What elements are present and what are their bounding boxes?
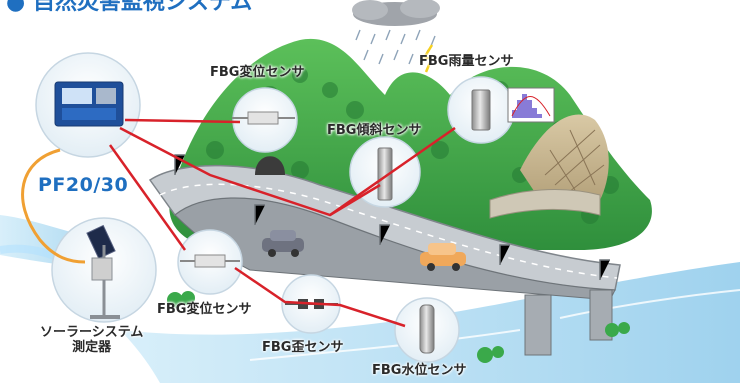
page-title: ● 自然災害監視システム: [6, 0, 253, 15]
solar-label-line1: ソーラーシステム: [40, 325, 144, 340]
sensor-water-level: [394, 297, 460, 363]
fiber-lines: [108, 118, 456, 328]
car-gray: [262, 230, 304, 257]
solar-label-line2: 測定器: [72, 339, 112, 355]
tilt-label: FBG傾斜センサ: [327, 123, 422, 138]
pf-device: [35, 52, 141, 158]
strain-label: FBG歪センサ: [262, 340, 344, 355]
device-label: PF20/30: [38, 174, 129, 196]
car-orange: [420, 243, 466, 271]
sensor-displacement-bottom: [177, 229, 243, 295]
rain-label: FBG雨量センサ: [419, 54, 514, 69]
displacement-bottom-label: FBG変位センサ: [157, 302, 252, 317]
sensor-displacement-top: [232, 87, 298, 153]
water-level-label: FBG水位センサ: [372, 363, 467, 378]
sensor-rain: [447, 76, 555, 144]
solar-circle: [0, 217, 157, 323]
solar-label: ソーラーシステム 測定器: [40, 325, 144, 356]
displacement-top-label: FBG変位センサ: [210, 65, 305, 80]
rain-cloud: [352, 0, 440, 73]
